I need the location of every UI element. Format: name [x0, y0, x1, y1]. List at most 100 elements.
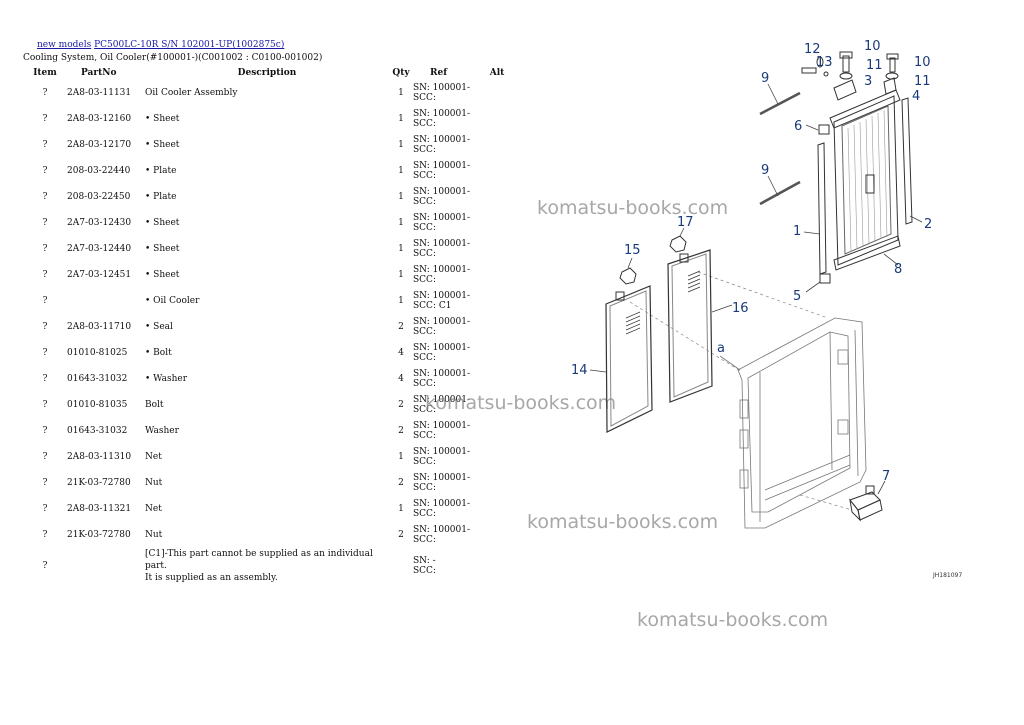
cell-description: Bolt — [145, 400, 164, 410]
note-line: [C1]-This part cannot be supplied as an … — [145, 549, 373, 571]
cell-partno: 01010-81025 — [67, 348, 128, 358]
cell-description: • Washer — [145, 374, 188, 384]
cell-alt — [482, 106, 512, 132]
ref-sn: SN: 100001- — [413, 161, 471, 171]
cell-partno: 01643-31032 — [67, 426, 128, 436]
cell-ref: SN: -SCC: — [413, 548, 482, 584]
bracket-drawing — [849, 485, 883, 522]
cell-ref: SN: 100001-SCC: — [413, 444, 482, 470]
cell-item: ? — [42, 114, 48, 124]
ref-sn: SN: 100001- — [413, 187, 471, 197]
breadcrumb: new models PC500LC-10R S/N 102001-UP(100… — [37, 40, 284, 50]
parts-table: Item PartNo Description Qty Ref Alt ?2A8… — [23, 66, 512, 584]
cell-partno: 21K-03-72780 — [67, 530, 131, 540]
cell-ref: SN: 100001-SCC: — [413, 80, 482, 106]
cell-ref: SN: 100001-SCC: — [413, 158, 482, 184]
cell-qty: 4 — [398, 374, 404, 384]
ref-sn: SN: 100001- — [413, 499, 471, 509]
ref-scc: SCC: — [413, 535, 436, 545]
cell-qty: 2 — [398, 530, 404, 540]
ref-scc: SCC: — [413, 353, 436, 363]
breadcrumb-link-new-models[interactable]: new models — [37, 40, 92, 50]
cell-ref: SN: 100001-SCC: — [413, 262, 482, 288]
cell-ref: SN: 100001-SCC: — [413, 340, 482, 366]
callout-label: 2 — [924, 217, 932, 232]
col-header-ref: Ref — [430, 68, 448, 78]
cell-qty: 1 — [398, 296, 404, 306]
ref-sn: SN: 100001- — [413, 447, 471, 457]
cell-alt — [482, 522, 512, 548]
watermark: komatsu-books.com — [527, 511, 719, 533]
cell-qty: 1 — [398, 504, 404, 514]
callout-label: 12 — [804, 42, 821, 57]
ref-scc: SCC: — [413, 119, 436, 129]
cell-partno: 2A8-03-11710 — [67, 322, 132, 332]
frame-drawing — [719, 317, 867, 529]
cell-qty: 2 — [398, 400, 404, 410]
cell-qty: 2 — [398, 426, 404, 436]
breadcrumb-link-model[interactable]: PC500LC-10R S/N 102001-UP(1002875c) — [94, 40, 285, 50]
ref-scc: SCC: — [413, 223, 436, 233]
cell-qty: 1 — [398, 218, 404, 228]
cell-alt — [482, 418, 512, 444]
cell-alt — [482, 366, 512, 392]
ref-scc: SCC: — [413, 431, 436, 441]
cell-alt — [482, 314, 512, 340]
callout-label: 11 — [866, 58, 883, 73]
table-row: ? 208-03-22450 • Plate 1 SN: 100001-SCC: — [23, 184, 512, 210]
callout-label: 10 — [864, 39, 881, 54]
cell-partno: 2A7-03-12440 — [67, 244, 132, 254]
callout-label: 4 — [912, 89, 920, 104]
cell-item: ? — [42, 322, 48, 332]
ref-scc: SCC: — [413, 197, 436, 207]
cell-item: ? — [42, 192, 48, 202]
callout-label: 1 — [793, 224, 801, 239]
ref-sn: SN: 100001- — [413, 135, 471, 145]
cell-qty: 1 — [398, 192, 404, 202]
cell-description: • Sheet — [145, 270, 180, 280]
cell-description: • Plate — [145, 166, 177, 176]
cell-description: • Plate — [145, 192, 177, 202]
ref-scc: SCC: — [413, 483, 436, 493]
ref-scc: SCC: — [413, 145, 436, 155]
watermark: komatsu-books.com — [537, 197, 729, 219]
callout-label: 10 — [914, 55, 931, 70]
ref-sn: SN: 100001- — [413, 109, 471, 119]
col-header-description: Description — [237, 68, 297, 78]
cell-partno: 208-03-22450 — [67, 192, 131, 202]
ref-scc: SCC: — [413, 171, 436, 181]
callout-label: 16 — [732, 301, 749, 316]
cell-item: ? — [42, 244, 48, 254]
cell-item: ? — [42, 504, 48, 514]
cell-item: ? — [42, 374, 48, 384]
drawing-code: JH181097 — [932, 572, 962, 579]
cell-item: ? — [42, 530, 48, 540]
cell-ref: SN: 100001-SCC: C1 — [413, 288, 482, 314]
ref-scc: SCC: — [413, 275, 436, 285]
cell-item: ? — [42, 400, 48, 410]
cell-item: ? — [42, 561, 48, 571]
cell-ref: SN: 100001-SCC: — [413, 184, 482, 210]
callout-label: 9 — [761, 163, 769, 178]
cell-description: • Seal — [145, 322, 173, 332]
table-row-note: ? [C1]-This part cannot be supplied as an… — [23, 548, 512, 584]
cell-ref: SN: 100001-SCC: — [413, 210, 482, 236]
cell-ref: SN: 100001-SCC: — [413, 132, 482, 158]
ref-scc: SCC: — [413, 327, 436, 337]
cell-description: • Oil Cooler — [145, 296, 200, 306]
cell-qty: 1 — [398, 244, 404, 254]
cell-ref: SN: 100001-SCC: — [413, 366, 482, 392]
cell-partno: 2A8-03-12160 — [67, 114, 132, 124]
cell-partno: 2A8-03-12170 — [67, 140, 132, 150]
cell-alt — [482, 132, 512, 158]
cell-alt — [482, 184, 512, 210]
cell-partno: 01643-31032 — [67, 374, 128, 384]
ref-sn: SN: 100001- — [413, 369, 471, 379]
